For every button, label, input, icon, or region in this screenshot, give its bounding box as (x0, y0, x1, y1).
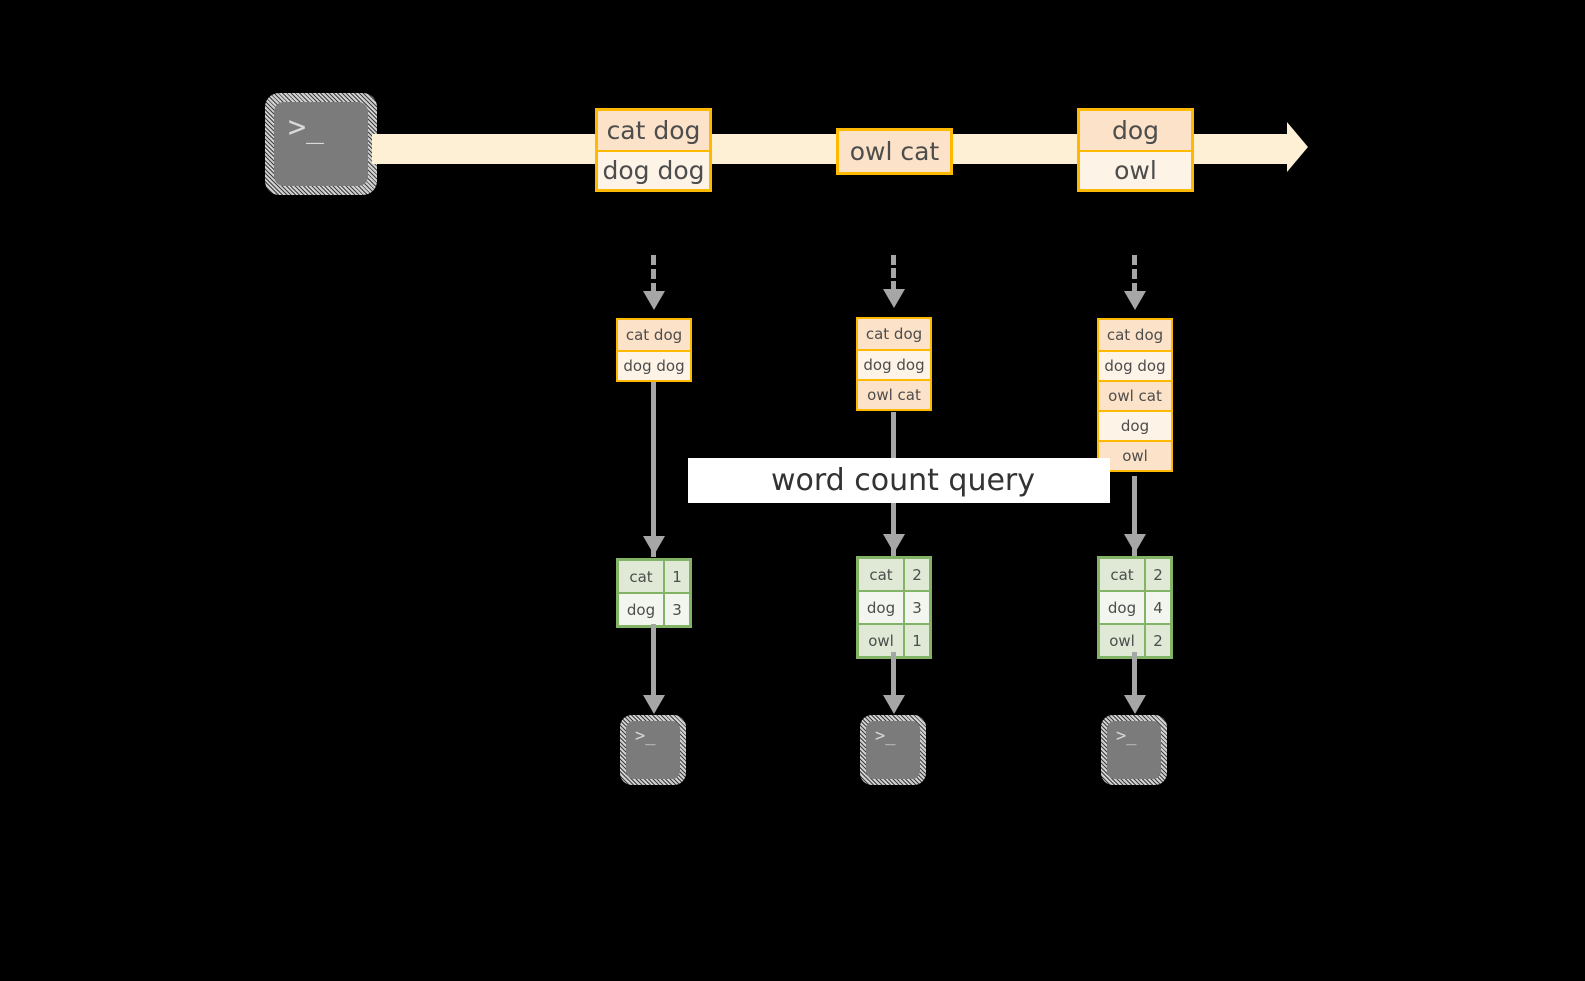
sink-terminal-icon-2: >_ (860, 715, 926, 785)
result-word: dog (1100, 592, 1144, 623)
source-terminal-icon: >_ (265, 93, 377, 195)
query-arrow-head-icon-2 (883, 534, 905, 553)
result-count: 4 (1144, 592, 1170, 623)
result-word: cat (859, 559, 903, 590)
query-arrow-head-icon-3 (1124, 534, 1146, 553)
query-banner: word count query (688, 458, 1110, 503)
stream-record-1: cat dog dog dog (595, 108, 712, 192)
batch-dashed-connector-1 (651, 255, 656, 293)
result-word: dog (619, 594, 663, 625)
result-table-3: cat 2 dog 4 owl 2 (1097, 556, 1173, 659)
result-word: owl (1100, 625, 1144, 656)
accumulated-line: dog dog (618, 350, 690, 380)
result-row: dog 3 (859, 590, 929, 623)
terminal-screen: >_ (1107, 721, 1161, 779)
result-table-1: cat 1 dog 3 (616, 558, 692, 628)
result-word: cat (1100, 559, 1144, 590)
query-connector-3 (1132, 476, 1137, 556)
query-arrow-head-icon-1 (643, 536, 665, 555)
terminal-prompt-glyph: >_ (1116, 726, 1137, 746)
result-count: 3 (663, 594, 689, 625)
accumulated-records-1: cat dog dog dog (616, 318, 692, 382)
query-banner-label: word count query (770, 463, 1036, 498)
stream-record-line: owl (1080, 150, 1191, 189)
result-count: 1 (903, 625, 929, 656)
result-row: cat 2 (859, 559, 929, 590)
terminal-screen: >_ (866, 721, 920, 779)
accumulated-line: owl cat (858, 379, 930, 409)
result-word: dog (859, 592, 903, 623)
sink-arrow-head-icon-3 (1124, 695, 1146, 714)
result-table-2: cat 2 dog 3 owl 1 (856, 556, 932, 659)
sink-arrow-head-icon-2 (883, 695, 905, 714)
accumulated-line: cat dog (858, 319, 930, 349)
terminal-prompt-glyph: >_ (635, 726, 656, 746)
query-connector-1 (651, 382, 656, 557)
result-row: dog 4 (1100, 590, 1170, 623)
batch-arrow-head-icon-2 (883, 289, 905, 308)
terminal-screen: >_ (626, 721, 680, 779)
accumulated-line: owl cat (1099, 380, 1171, 410)
sink-terminal-icon-3: >_ (1101, 715, 1167, 785)
sink-arrow-head-icon-1 (643, 695, 665, 714)
result-row: owl 2 (1100, 623, 1170, 656)
accumulated-line: dog dog (858, 349, 930, 379)
result-row: dog 3 (619, 592, 689, 625)
result-word: owl (859, 625, 903, 656)
sink-connector-3 (1132, 652, 1137, 696)
stream-record-line: owl cat (839, 131, 950, 172)
batch-arrow-head-icon-1 (643, 291, 665, 310)
sink-connector-2 (891, 652, 896, 696)
stream-record-line: cat dog (598, 111, 709, 150)
result-row: cat 2 (1100, 559, 1170, 590)
accumulated-records-2: cat dog dog dog owl cat (856, 317, 932, 411)
terminal-prompt-glyph: >_ (288, 110, 325, 145)
result-row: cat 1 (619, 561, 689, 592)
stream-arrow-head-icon (1287, 122, 1308, 172)
result-count: 2 (1144, 559, 1170, 590)
batch-dashed-connector-3 (1132, 255, 1137, 293)
stream-record-line: dog (1080, 111, 1191, 150)
accumulated-line: dog (1099, 410, 1171, 440)
result-count: 2 (1144, 625, 1170, 656)
stream-record-2: owl cat (836, 128, 953, 175)
batch-dashed-connector-2 (891, 255, 896, 291)
result-count: 1 (663, 561, 689, 592)
batch-arrow-head-icon-3 (1124, 291, 1146, 310)
stream-record-3: dog owl (1077, 108, 1194, 192)
result-count: 3 (903, 592, 929, 623)
stream-record-line: dog dog (598, 150, 709, 189)
accumulated-line: cat dog (1099, 320, 1171, 350)
accumulated-line: dog dog (1099, 350, 1171, 380)
accumulated-records-3: cat dog dog dog owl cat dog owl (1097, 318, 1173, 472)
terminal-prompt-glyph: >_ (875, 726, 896, 746)
sink-terminal-icon-1: >_ (620, 715, 686, 785)
sink-connector-1 (651, 624, 656, 696)
accumulated-line: cat dog (618, 320, 690, 350)
result-row: owl 1 (859, 623, 929, 656)
accumulated-line: owl (1099, 440, 1171, 470)
terminal-screen: >_ (274, 102, 368, 186)
result-word: cat (619, 561, 663, 592)
result-count: 2 (903, 559, 929, 590)
